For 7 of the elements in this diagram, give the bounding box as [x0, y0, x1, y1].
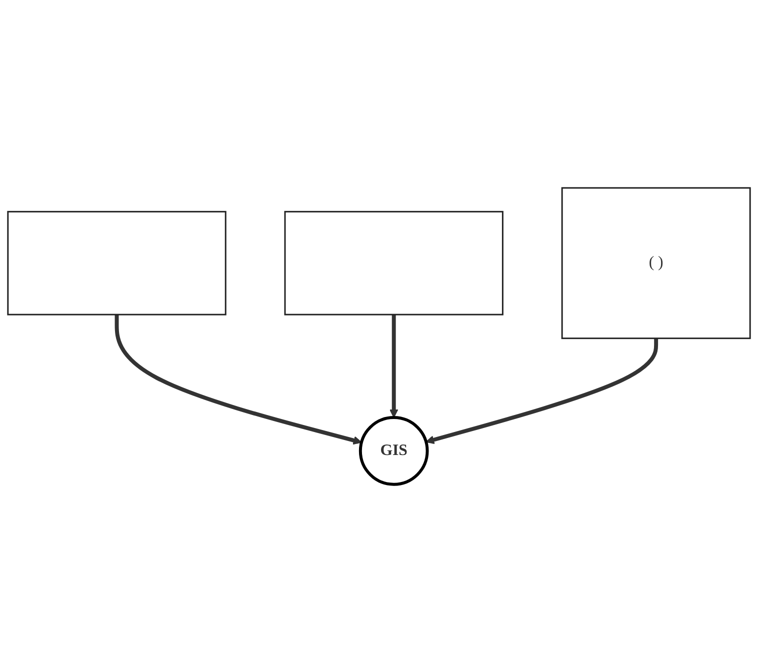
node-box: [284, 210, 504, 316]
node-circle: GIS: [358, 416, 429, 486]
arrow: [390, 314, 398, 418]
arrow: [426, 338, 658, 444]
arrow: [114, 314, 362, 444]
node-box: [7, 210, 226, 316]
node-box: ( ): [561, 187, 751, 339]
